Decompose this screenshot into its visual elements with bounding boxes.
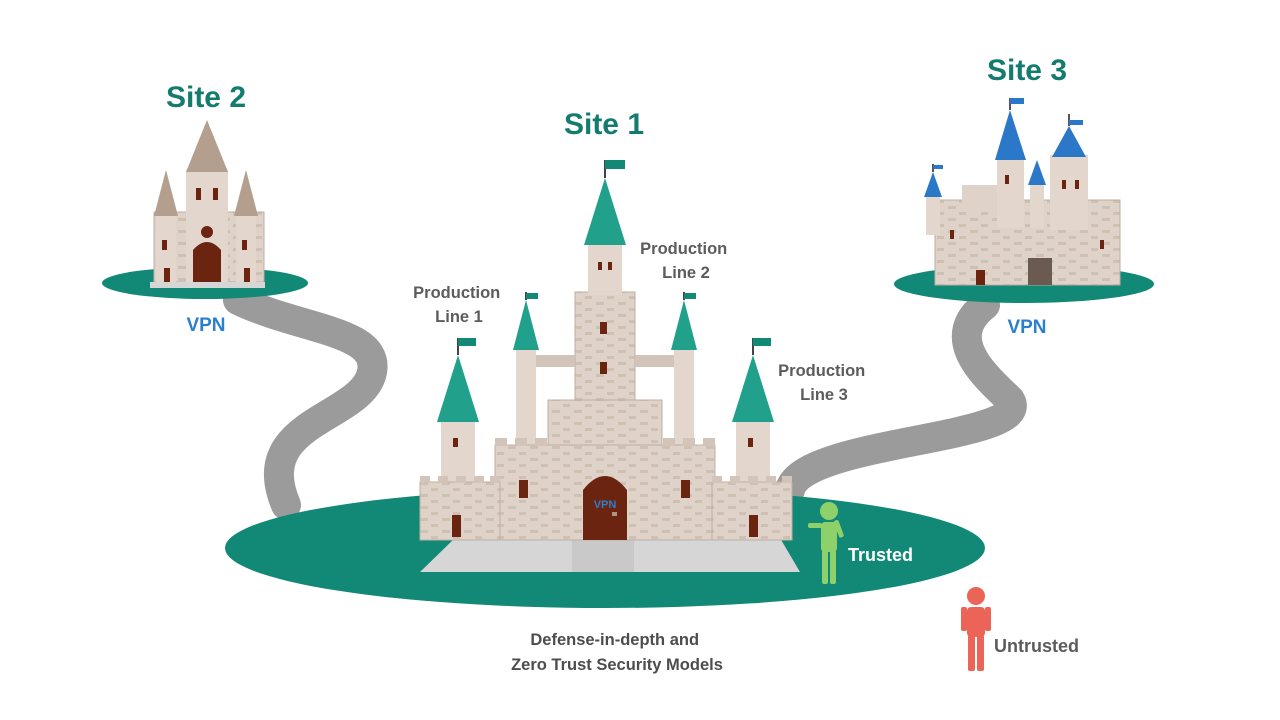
trusted-label: Trusted [848, 545, 913, 565]
untrusted-label: Untrusted [994, 636, 1079, 656]
site2-vpn-label: VPN [186, 315, 225, 336]
site2-cathedral [150, 120, 265, 288]
site1-castle [419, 160, 793, 541]
diagram-caption: Defense-in-depth and Zero Trust Security… [511, 631, 723, 674]
person-icon [961, 587, 991, 671]
road-site3 [775, 290, 1027, 505]
site3-title: Site 3 [987, 54, 1067, 87]
production-line-3-label: Production Line 3 [778, 362, 870, 404]
site1-title: Site 1 [564, 108, 644, 141]
site2-title: Site 2 [166, 81, 246, 114]
site3-vpn-label: VPN [1007, 317, 1046, 338]
person-icon [808, 502, 844, 584]
courtyard-paths [420, 538, 800, 572]
production-line-2-label: Production Line 2 [640, 240, 732, 282]
main-gate [583, 476, 627, 540]
site3-castle [924, 98, 1121, 286]
production-line-1-label: Production Line 1 [413, 284, 505, 326]
gate-vpn-label: VPN [594, 499, 617, 511]
road-site2 [223, 285, 388, 520]
